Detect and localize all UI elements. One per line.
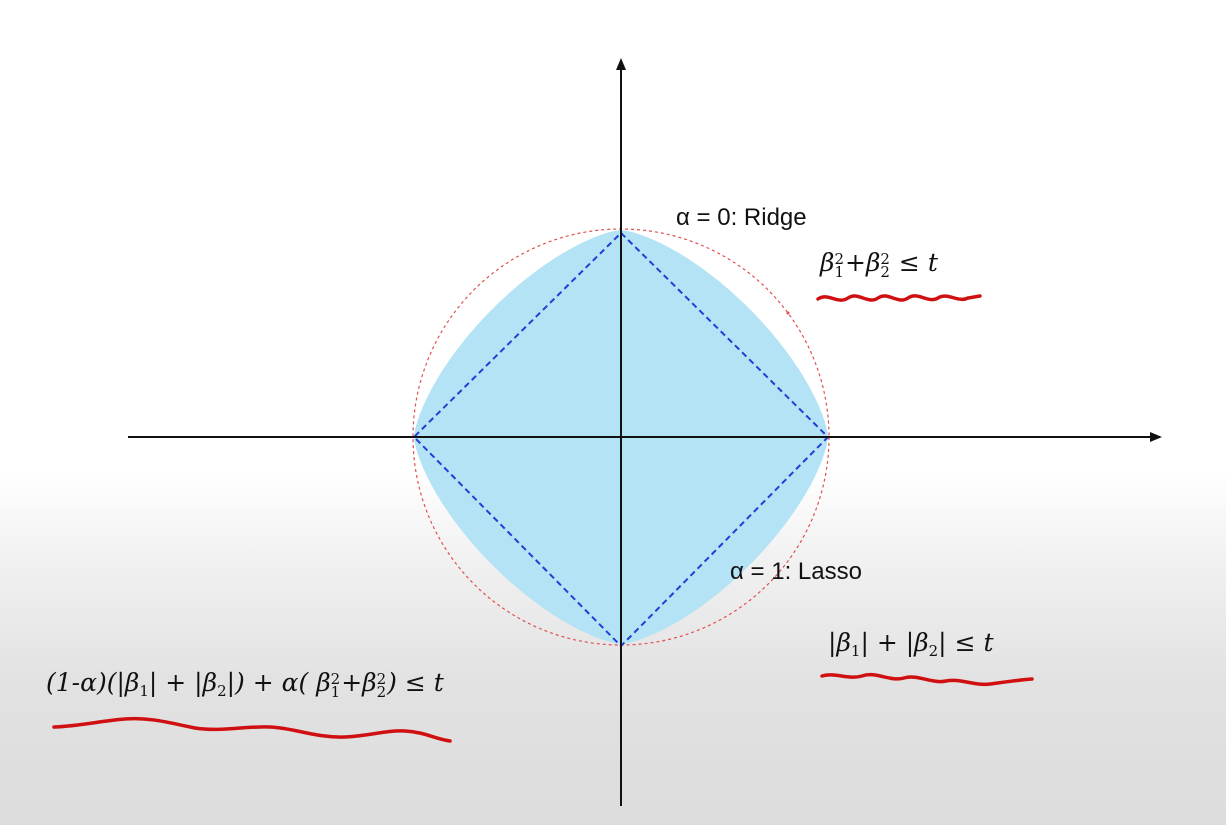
lasso-formula-underline bbox=[820, 673, 1034, 687]
elastic-suffix: ) ≤ t bbox=[387, 668, 444, 697]
ridge-formula-underline bbox=[816, 294, 982, 302]
lasso-sub-2: 2 bbox=[928, 642, 939, 660]
lasso-formula: |β1| + |β2| ≤ t bbox=[828, 628, 994, 660]
ridge-sub-2: 2 bbox=[880, 262, 890, 281]
elastic-sub-2: 2 bbox=[217, 682, 227, 700]
ridge-t: t bbox=[927, 248, 938, 277]
lasso-leq: ≤ bbox=[954, 628, 976, 657]
lasso-label: α = 1: Lasso bbox=[730, 558, 862, 585]
ridge-sup-1: 2 bbox=[834, 249, 844, 268]
elastic-formula-underline bbox=[52, 716, 452, 743]
ridge-beta-2: β bbox=[865, 248, 881, 277]
elastic-sup-2: 2 bbox=[376, 669, 387, 688]
elastic-sub-4: 2 bbox=[376, 682, 387, 701]
lasso-plus: + bbox=[876, 628, 898, 657]
ridge-leq: ≤ bbox=[898, 248, 920, 277]
elastic-mid-1: | + |β bbox=[148, 668, 218, 697]
annotation-dot bbox=[786, 311, 790, 315]
lasso-sub-1: 1 bbox=[850, 642, 861, 660]
elastic-prefix: (1-α)(|β bbox=[46, 668, 140, 697]
lasso-t: t bbox=[983, 628, 994, 657]
elastic-sup-1: 2 bbox=[330, 669, 341, 688]
lasso-beta-1: β bbox=[836, 628, 851, 657]
elastic-sub-1: 1 bbox=[139, 682, 149, 700]
ridge-beta-1: β bbox=[820, 248, 835, 277]
elastic-mid-2: |) + α( β bbox=[226, 668, 331, 697]
ridge-sub-1: 1 bbox=[834, 262, 844, 281]
elastic-plus: +β bbox=[341, 668, 377, 697]
lasso-beta-2: β bbox=[914, 628, 929, 657]
ridge-sup-2: 2 bbox=[880, 249, 890, 268]
ridge-label: α = 0: Ridge bbox=[676, 204, 807, 231]
ridge-plus: + bbox=[845, 248, 866, 277]
elastic-sub-3: 1 bbox=[330, 682, 341, 701]
